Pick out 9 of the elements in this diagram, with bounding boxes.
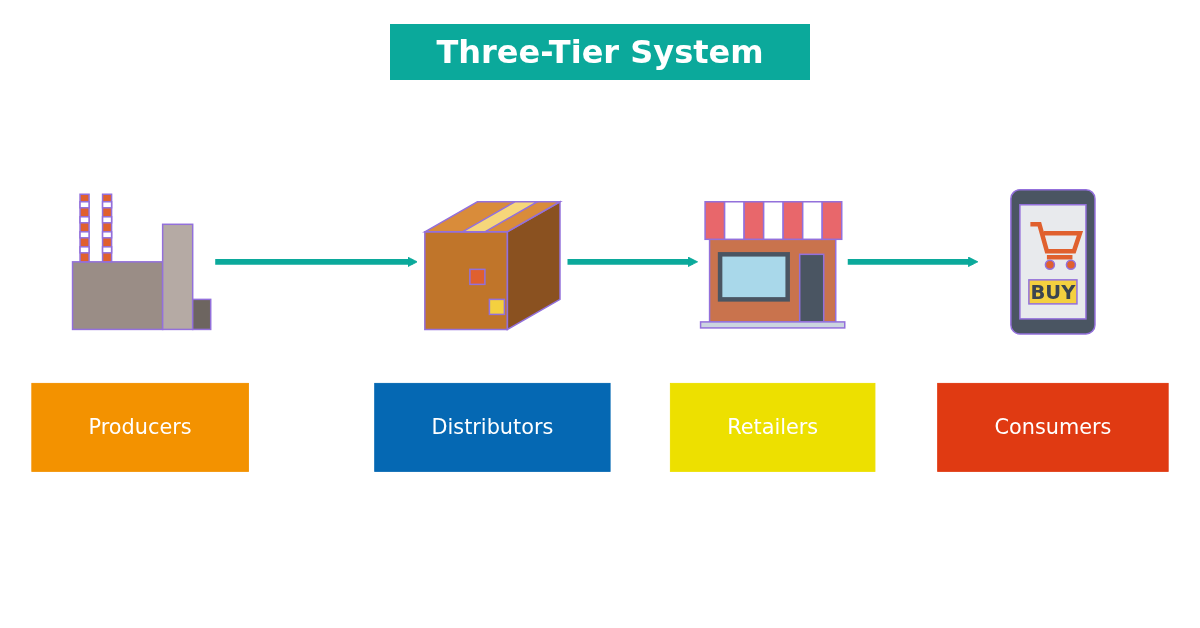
arrow (847, 257, 979, 268)
ribbon-label: Consumers (937, 383, 1169, 473)
ribbon-label: Producers (31, 383, 249, 473)
ribbon-label: Distributors (374, 383, 611, 473)
title-banner: Three-Tier System (390, 24, 810, 80)
arrow (215, 257, 418, 268)
buy-label: BUY (1028, 279, 1078, 306)
ribbon-label: Retailers (669, 383, 876, 473)
arrow (567, 257, 699, 268)
